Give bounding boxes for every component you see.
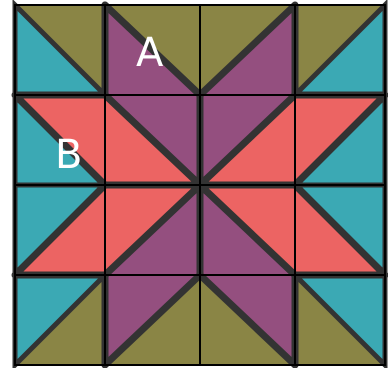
label-a: A (136, 30, 164, 76)
label-b: B (55, 132, 82, 178)
